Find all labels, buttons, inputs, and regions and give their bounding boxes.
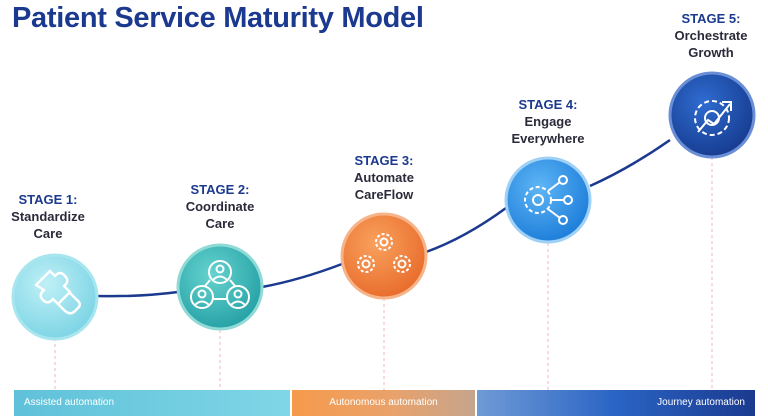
stage-2-label: STAGE 2: Coordinate Care xyxy=(170,181,270,232)
stage-2-name-line2: Care xyxy=(205,216,235,231)
growth-curve xyxy=(96,138,671,298)
stage-1-circle xyxy=(11,253,99,341)
stage-5-name-line1: Orchestrate xyxy=(674,28,748,43)
stage-3-name-line1: Automate xyxy=(354,170,414,185)
puzzle-icon xyxy=(34,269,81,315)
stage-4-name-line1: Engage xyxy=(524,114,572,129)
stage-5-number: STAGE 5: xyxy=(681,11,741,26)
stage-4-circle xyxy=(504,156,592,244)
stage-1-label: STAGE 1: Standardize Care xyxy=(0,191,96,242)
stage-1-number: STAGE 1: xyxy=(18,192,78,207)
stage-3-name-line2: CareFlow xyxy=(354,187,414,202)
stage-5-circle xyxy=(668,71,756,159)
band-autonomous-automation: Autonomous automation xyxy=(292,390,475,416)
stage-3-number: STAGE 3: xyxy=(354,153,414,168)
gear-network-icon xyxy=(524,175,573,225)
stage-2-name-line1: Coordinate xyxy=(185,199,255,214)
stage-3-label: STAGE 3: Automate CareFlow xyxy=(334,152,434,203)
stage-1-name-line1: Standardize xyxy=(11,209,85,224)
stage-4-label: STAGE 4: Engage Everywhere xyxy=(493,96,603,147)
gears-icon xyxy=(357,233,411,273)
band-assisted-automation: Assisted automation xyxy=(14,390,290,416)
band-journey-automation: Journey automation xyxy=(477,390,755,416)
diagram-title: Patient Service Maturity Model xyxy=(12,2,424,34)
stage-2-number: STAGE 2: xyxy=(190,182,250,197)
people-network-icon xyxy=(190,260,250,309)
stage-4-number: STAGE 4: xyxy=(518,97,578,112)
stage-5-name-line2: Growth xyxy=(688,45,734,60)
stage-1-name-line2: Care xyxy=(33,226,63,241)
stage-5-label: STAGE 5: Orchestrate Growth xyxy=(656,10,766,61)
stage-2-circle xyxy=(176,243,264,331)
stage-3-circle xyxy=(340,212,428,300)
stage-4-name-line2: Everywhere xyxy=(511,131,585,146)
growth-gear-icon xyxy=(694,100,732,136)
